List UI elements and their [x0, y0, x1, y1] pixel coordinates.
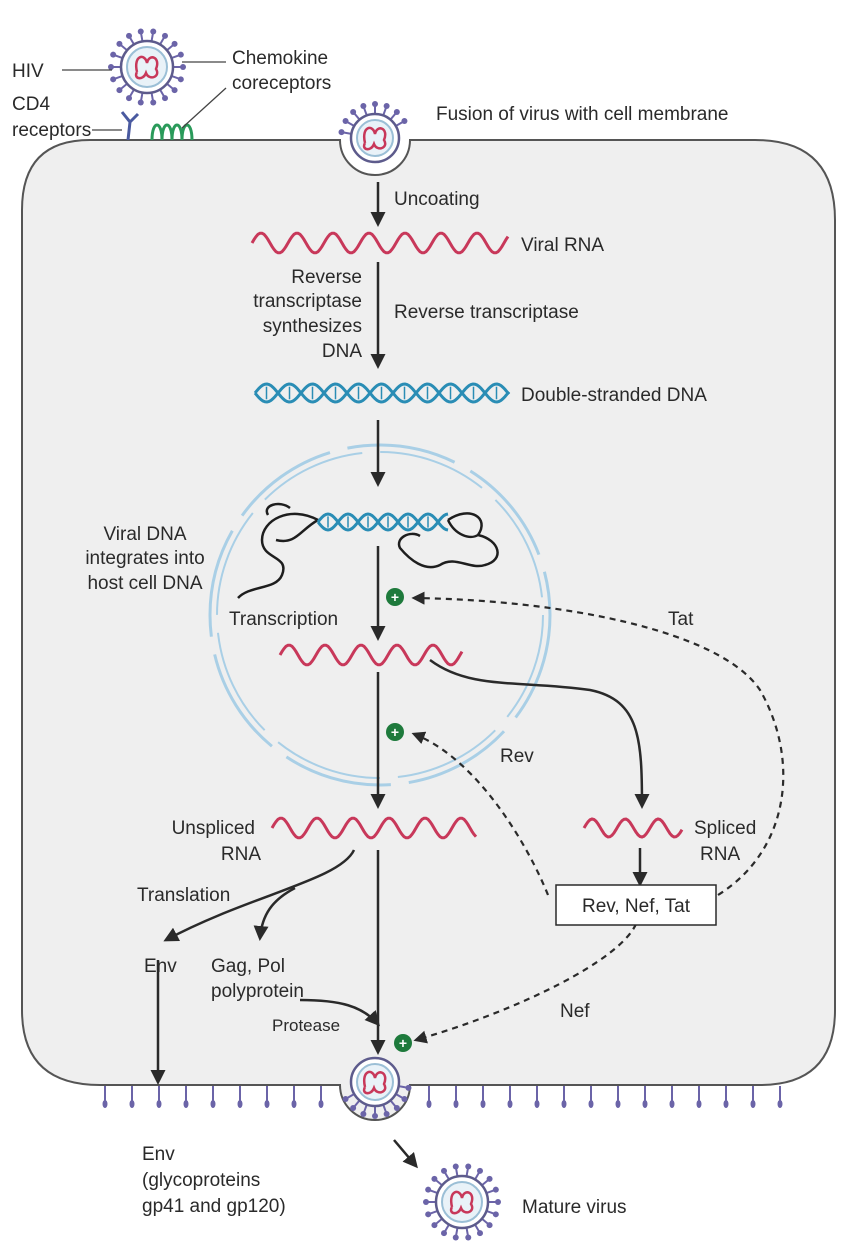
svg-text:+: +	[399, 1035, 407, 1051]
host-dna-icon	[237, 502, 499, 599]
rev-activation-plus-icon: +	[386, 723, 404, 741]
mature-virus-icon	[423, 1163, 501, 1241]
nef-arrow	[413, 923, 638, 1044]
tat-label: Tat	[668, 609, 694, 630]
double-stranded-dna-icon	[253, 382, 511, 404]
viral-rna-label: Viral RNA	[521, 235, 604, 256]
hiv-label: HIV	[12, 61, 44, 82]
cd4-receptor-icon	[120, 111, 140, 141]
chemokine-label-2: coreceptors	[232, 73, 331, 94]
integrated-viral-dna-icon	[316, 512, 449, 532]
splicing-arrow	[429, 658, 650, 809]
translation-label: Translation	[137, 885, 230, 906]
env-label: Env	[144, 956, 177, 977]
release-arrow	[393, 1139, 418, 1169]
spliced-label-2: RNA	[700, 844, 740, 865]
spliced-rna-strand	[582, 817, 684, 839]
nef-label: Nef	[560, 1001, 590, 1022]
nef-activation-plus-icon: +	[394, 1034, 412, 1052]
tat-feedback-arrow	[411, 591, 785, 896]
gagpol-label-2: polyprotein	[211, 981, 304, 1002]
env-bottom-label-1: Env	[142, 1144, 175, 1165]
rev-feedback-arrow	[411, 731, 550, 896]
unspliced-rna-strand	[270, 816, 478, 840]
protease-label: Protease	[272, 1016, 340, 1035]
cell-membrane	[21, 139, 836, 1121]
gagpol-label-1: Gag, Pol	[211, 956, 285, 977]
transcribed-rna-strand	[278, 643, 464, 667]
unspliced-label-1: Unspliced	[172, 818, 255, 839]
translation-gagpol-arrow	[253, 886, 296, 941]
chemokine-label-1: Chemokine	[232, 48, 328, 69]
integrate-label-2: integrates into	[85, 548, 204, 569]
env-bottom-label-2: (glycoproteins	[142, 1170, 260, 1191]
cd4-label-2: receptors	[12, 120, 91, 141]
spliced-label-1: Spliced	[694, 818, 756, 839]
integrate-label-1: Viral DNA	[103, 524, 186, 545]
unspliced-label-2: RNA	[221, 844, 261, 865]
uncoating-label: Uncoating	[394, 189, 480, 210]
chemokine-coreceptor-icon	[150, 123, 194, 141]
membrane-spikes	[102, 1086, 783, 1108]
rt-left-label-4: DNA	[322, 341, 362, 362]
hiv-virus-icon	[108, 28, 186, 106]
rt-left-label-2: transcriptase	[253, 291, 362, 312]
protease-arrow	[299, 998, 380, 1027]
budding-virus-icon	[342, 1056, 412, 1119]
regulatory-proteins-box	[555, 884, 717, 926]
regulatory-proteins-label: Rev, Nef, Tat	[582, 896, 691, 917]
fusing-virus-icon	[338, 101, 408, 164]
env-bottom-label-3: gp41 and gp120)	[142, 1196, 286, 1217]
rt-right-label: Reverse transcriptase	[394, 302, 579, 323]
svg-text:+: +	[391, 724, 399, 740]
tat-activation-plus-icon: +	[386, 588, 404, 606]
rt-left-label-1: Reverse	[291, 267, 362, 288]
mature-virus-label: Mature virus	[522, 1197, 627, 1218]
dsdna-label: Double-stranded DNA	[521, 385, 707, 406]
svg-text:+: +	[391, 589, 399, 605]
viral-rna-strand	[250, 231, 510, 255]
integrate-label-3: host cell DNA	[87, 573, 202, 594]
cd4-label-1: CD4	[12, 94, 50, 115]
rt-left-label-3: synthesizes	[263, 316, 362, 337]
rev-label: Rev	[500, 746, 534, 767]
fusion-label: Fusion of virus with cell membrane	[436, 104, 729, 125]
translation-env-arrow	[163, 849, 356, 942]
transcription-label: Transcription	[229, 609, 338, 630]
nucleus	[208, 443, 552, 787]
